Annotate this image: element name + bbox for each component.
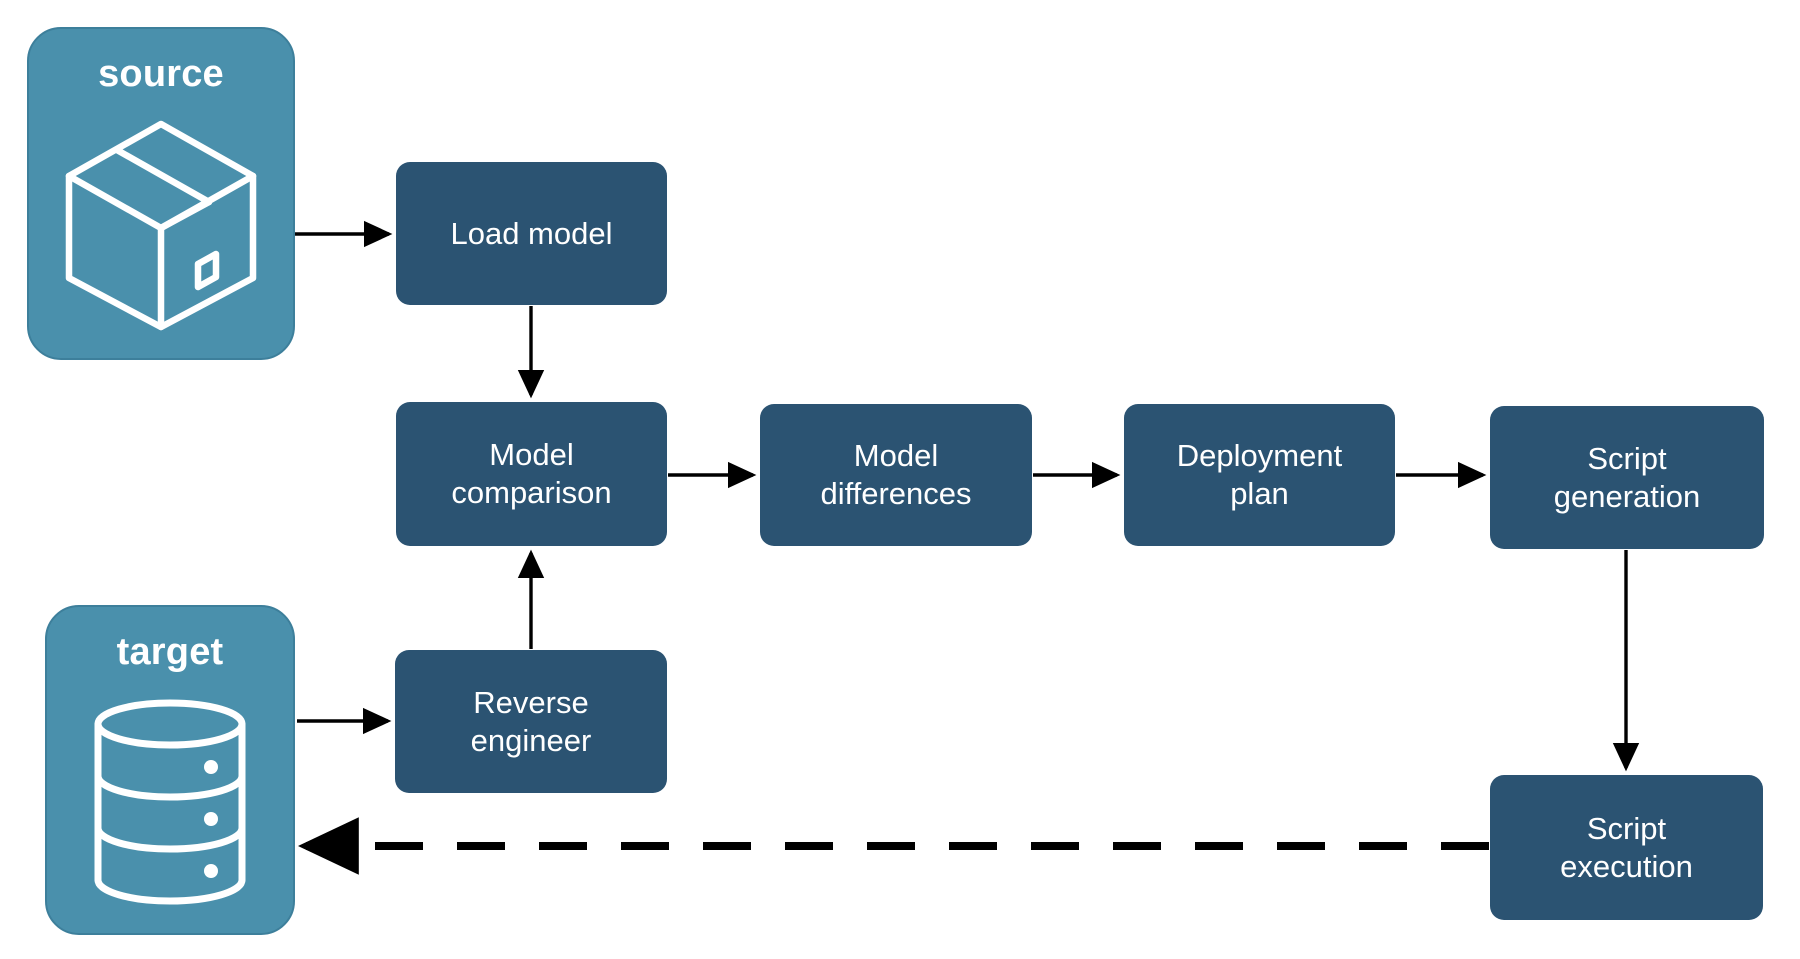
node-reverse-engineer[interactable]: Reverse engineer <box>395 650 667 793</box>
node-model-comparison-line2: comparison <box>451 475 612 510</box>
node-deployment-plan[interactable]: Deployment plan <box>1124 404 1395 546</box>
node-script-execution-line1: Script <box>1586 810 1667 846</box>
node-load-model-line1: Load model <box>450 215 613 251</box>
node-model-differences[interactable]: Model differences <box>760 404 1032 546</box>
node-deployment-plan-line1: Deployment <box>1176 438 1343 474</box>
node-reverse-engineer-line1: Reverse <box>473 684 589 720</box>
node-script-execution[interactable]: Script execution <box>1490 775 1763 920</box>
database-cylinder-icon <box>47 671 293 933</box>
node-script-generation[interactable]: Script generation <box>1490 406 1764 549</box>
node-model-differences-line1: Model <box>853 438 939 474</box>
node-script-generation-line2: generation <box>1553 478 1701 514</box>
node-model-comparison[interactable]: Model comparison <box>396 402 667 546</box>
endpoint-target[interactable]: target <box>45 605 295 935</box>
node-script-generation-line1: Script <box>1587 440 1667 476</box>
node-model-comparison-line1: Model <box>489 437 574 473</box>
node-script-execution-line2: execution <box>1560 848 1693 884</box>
endpoint-target-label: target <box>116 631 224 673</box>
node-load-model[interactable]: Load model <box>396 162 667 305</box>
package-box-icon <box>29 93 293 358</box>
node-reverse-engineer-line2: engineer <box>470 722 592 758</box>
endpoint-source-label: source <box>98 53 224 95</box>
node-deployment-plan-line2: plan <box>1230 476 1289 511</box>
endpoint-source[interactable]: source <box>27 27 295 360</box>
node-model-differences-line2: differences <box>820 476 972 511</box>
